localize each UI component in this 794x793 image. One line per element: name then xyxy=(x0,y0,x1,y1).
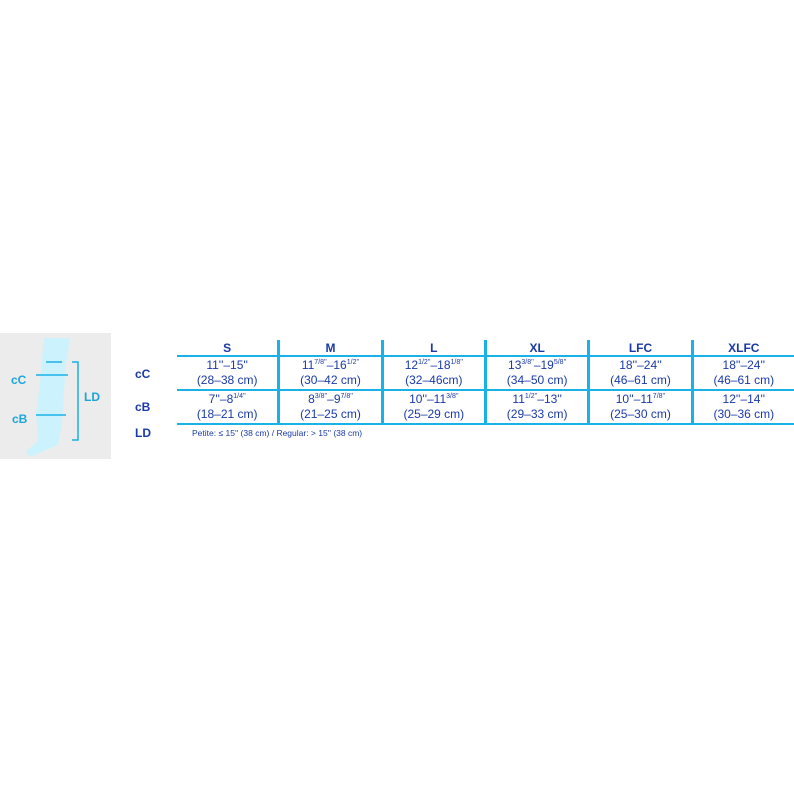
table-cell: 18''–24''(46–61 cm) xyxy=(587,357,690,389)
table-cell: 117/8''–161/2''(30–42 cm) xyxy=(277,357,380,389)
leg-diagram: cC cB LD xyxy=(0,333,111,459)
size-header-s: S xyxy=(223,341,232,355)
row-label-cc: cC xyxy=(135,367,151,381)
table-cell: 10''–117/8''(25–30 cm) xyxy=(587,391,690,423)
cm-range: (18–21 cm) xyxy=(196,407,258,421)
ld-note: Petite: ≤ 15'' (38 cm) / Regular: > 15''… xyxy=(192,428,363,438)
table-cell: 121/2''–181/8''(32–46cm) xyxy=(380,357,484,389)
table-row-cc: 11''–15''(28–38 cm)117/8''–161/2''(30–42… xyxy=(177,357,794,391)
size-header-lfc: LFC xyxy=(587,340,690,355)
inch-range: 133/8''–195/8'' xyxy=(508,358,567,372)
cm-range: (29–33 cm) xyxy=(506,407,568,421)
row-label-ld: LD xyxy=(135,426,151,440)
cm-range: (34–50 cm) xyxy=(506,373,568,387)
inch-range: 11''–15'' xyxy=(206,358,248,372)
cm-range: (28–38 cm) xyxy=(196,373,258,387)
table-cell: 18''–24''(46–61 cm) xyxy=(690,357,794,389)
inch-range: 18''–24'' xyxy=(722,358,766,372)
ld-label: LD xyxy=(84,390,100,404)
table-cell: 12''–14''(30–36 cm) xyxy=(690,391,794,423)
size-header-m: M xyxy=(277,340,380,355)
inch-range: 10''–117/8'' xyxy=(615,392,666,406)
inch-range: 12''–14'' xyxy=(722,392,766,406)
cm-range: (32–46cm) xyxy=(405,373,463,387)
inch-range: 18''–24'' xyxy=(619,358,662,372)
leg-illustration xyxy=(26,338,79,457)
cm-range: (25–30 cm) xyxy=(610,407,671,421)
cb-label: cB xyxy=(12,412,28,426)
cm-range: (30–42 cm) xyxy=(300,373,361,387)
cm-range: (46–61 cm) xyxy=(610,373,671,387)
inch-range: 10''–113/8'' xyxy=(409,392,459,406)
cm-range: (25–29 cm) xyxy=(403,407,465,421)
table-row-cb: 7''–81/4''(18–21 cm)83/8''–97/8''(21–25 … xyxy=(177,391,794,425)
cm-range: (30–36 cm) xyxy=(713,407,775,421)
inch-range: 111/2''–13'' xyxy=(512,392,562,406)
inch-range: 117/8''–161/2'' xyxy=(301,358,360,372)
cc-label: cC xyxy=(11,373,27,387)
cm-range: (46–61 cm) xyxy=(713,373,775,387)
size-header-xlfc: XLFC xyxy=(690,340,794,355)
inch-range: 83/8''–97/8'' xyxy=(308,392,353,406)
row-label-cb: cB xyxy=(135,400,151,414)
inch-range: 121/2''–181/8'' xyxy=(404,358,463,372)
table-cell: 133/8''–195/8''(34–50 cm) xyxy=(483,357,587,389)
table-cell: 7''–81/4''(18–21 cm) xyxy=(177,391,277,423)
cm-range: (21–25 cm) xyxy=(300,407,361,421)
table-cell: 10''–113/8''(25–29 cm) xyxy=(380,391,484,423)
table-cell: 111/2''–13''(29–33 cm) xyxy=(483,391,587,423)
table-cell: 11''–15''(28–38 cm) xyxy=(177,357,277,389)
size-header-xl: XL xyxy=(483,340,587,355)
size-header-l: L xyxy=(380,340,484,355)
inch-range: 7''–81/4'' xyxy=(208,392,246,406)
table-cell: 83/8''–97/8''(21–25 cm) xyxy=(277,391,380,423)
